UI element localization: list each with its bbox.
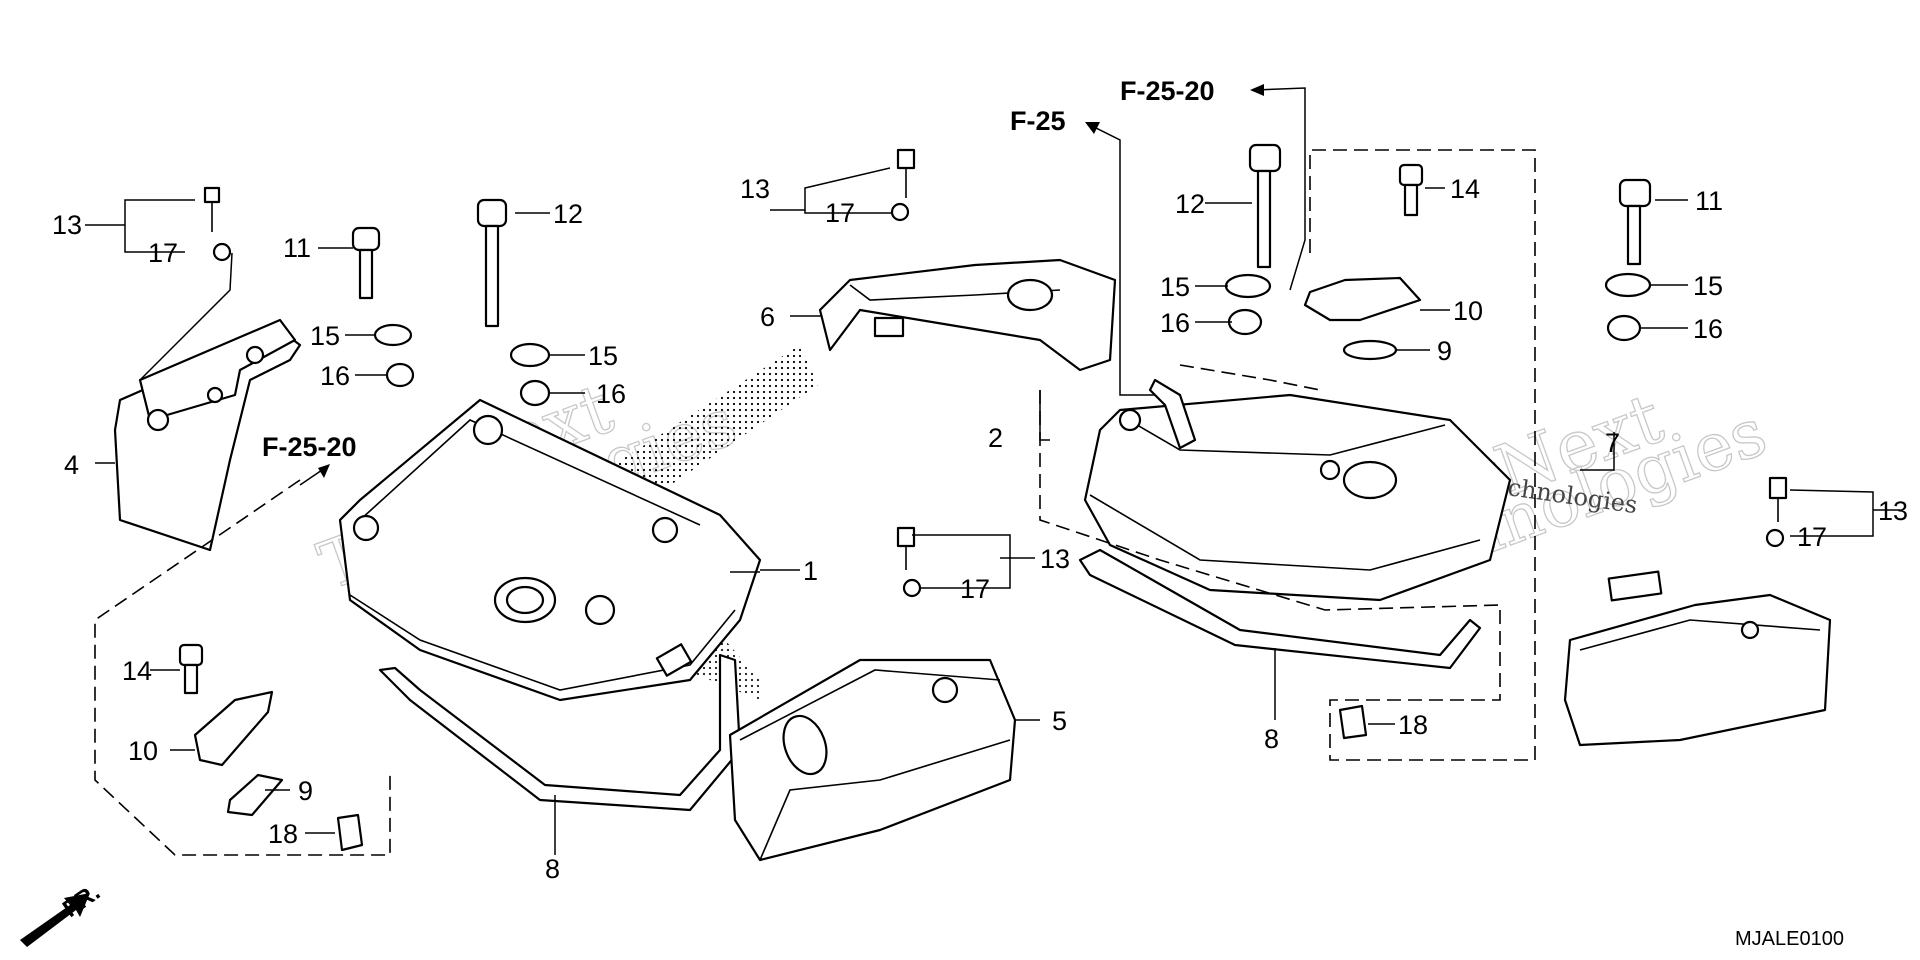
label-10-right: 10 [1453,296,1483,326]
reference-f-25-20-left: F-25-20 [262,432,357,462]
label-17-top: 17 [825,198,855,228]
label-17-right: 17 [1797,522,1827,552]
head-cover-gasket-rear [1078,548,1482,670]
reference-f-25-20-top: F-25-20 [1120,76,1215,106]
dashed-group-outlines [94,149,1536,856]
label-17-center: 17 [960,574,990,604]
label-14-right: 14 [1450,174,1480,204]
cylinder-head-cover-rear [1083,378,1512,602]
bolts-and-washers [178,143,1788,852]
side-cover-6 [818,258,1117,372]
label-10-left: 10 [128,736,158,766]
cylinder-head-cover-front [338,398,762,702]
label-12-right: 12 [1175,189,1205,219]
label-16-right: 16 [1160,308,1190,338]
side-cover-7 [1563,570,1832,747]
label-7: 7 [1605,428,1620,458]
label-13-right: 13 [1878,496,1908,526]
label-13-center: 13 [1040,544,1070,574]
label-11-right: 11 [1695,186,1723,216]
label-12-left: 12 [553,199,583,229]
label-6: 6 [760,302,775,332]
head-cover-gasket-front [378,653,742,812]
label-15-right-2: 15 [1693,271,1723,301]
diagram-code: MJALE0100 [1735,928,1844,950]
label-8-right: 8 [1264,724,1279,754]
label-1: 1 [803,556,818,586]
label-13-top: 13 [740,174,770,204]
side-cover-5 [728,658,1017,862]
front-arrow-icon: FR. [20,879,105,947]
label-11-left: 11 [283,233,311,263]
label-14-left: 14 [122,656,152,686]
label-2: 2 [988,423,1003,453]
label-18-left: 18 [268,819,298,849]
label-16-right-2: 16 [1693,314,1723,344]
label-9-left: 9 [298,776,313,806]
part-labels: 13 17 4 11 15 16 12 15 16 13 17 6 1 13 1… [52,174,1908,884]
label-8-left: 8 [545,854,560,884]
leader-lines [85,167,1900,855]
label-5: 5 [1052,706,1067,736]
label-9-right: 9 [1437,336,1452,366]
side-cover-4 [113,318,302,552]
label-4: 4 [64,450,79,480]
label-16-left-2: 16 [596,379,626,409]
label-13-left: 13 [52,210,82,240]
label-16-left: 16 [320,361,350,391]
label-15-right: 15 [1160,272,1190,302]
label-15-left-2: 15 [588,341,618,371]
label-18-right: 18 [1398,710,1428,740]
reference-f-25: F-25 [1010,106,1066,136]
reference-labels: F-25-20 F-25 F-25-20 [262,76,1215,462]
label-17-left: 17 [148,238,178,268]
label-15-left: 15 [310,321,340,351]
reference-arrows [299,84,1306,486]
